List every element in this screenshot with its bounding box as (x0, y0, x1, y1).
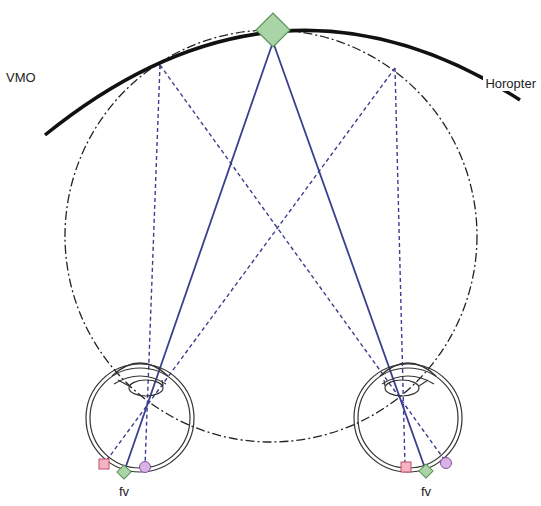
horopter-arc (45, 30, 520, 135)
retinal-diamond (117, 465, 131, 479)
label-box: fv (419, 484, 433, 499)
diagram-label: fv (117, 484, 131, 499)
retinal-circle (140, 462, 151, 473)
left-eye (86, 363, 194, 472)
label-box: fv (117, 484, 131, 499)
right-eye (354, 363, 462, 472)
diagram-label: fv (419, 484, 433, 499)
dashed-visual-lines (104, 65, 446, 466)
label-box: VMO (4, 70, 38, 85)
diagram-label: VMO (4, 70, 38, 85)
retinal-diamond (419, 464, 433, 478)
vmo-circle (65, 30, 477, 442)
visual-axes (124, 42, 426, 472)
retinal-square (401, 462, 411, 472)
diagram-label: Horopter (483, 76, 538, 91)
retinal-square (99, 459, 109, 469)
label-box: Horopter (483, 76, 538, 91)
retinal-circle (441, 458, 452, 469)
fixation-diamond (256, 13, 290, 47)
